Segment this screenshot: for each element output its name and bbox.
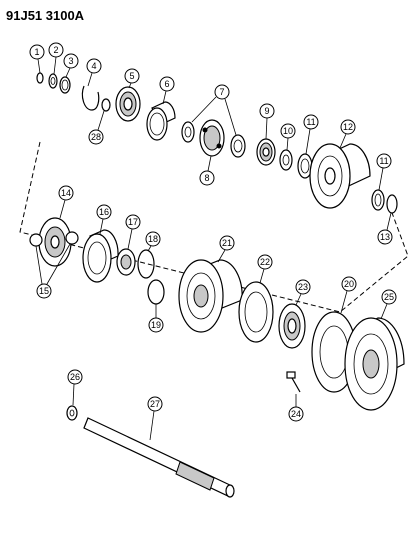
svg-text:8: 8 xyxy=(204,173,209,183)
callout-21: 21 xyxy=(217,235,235,263)
part-25-large-drum xyxy=(344,317,405,411)
callout-27: 27 xyxy=(147,396,163,441)
svg-text:2: 2 xyxy=(53,45,58,55)
callout-22: 22 xyxy=(257,254,273,284)
callout-2: 2 xyxy=(48,42,64,75)
part-1-snap-ring xyxy=(36,72,44,84)
callout-5: 5 xyxy=(124,68,140,89)
callout-23: 23 xyxy=(295,279,311,306)
assembly-boundary xyxy=(19,141,409,313)
svg-text:22: 22 xyxy=(260,257,270,267)
part-19-ring xyxy=(147,279,165,305)
callout-10: 10 xyxy=(280,123,296,151)
part-5-bearing xyxy=(115,86,141,122)
part-10-washer xyxy=(279,149,293,171)
part-16-ring-gear xyxy=(82,229,119,283)
svg-text:1: 1 xyxy=(34,47,39,57)
svg-text:27: 27 xyxy=(150,399,160,409)
callout-11: 11 xyxy=(303,114,319,155)
callout-18: 18 xyxy=(145,231,161,252)
svg-text:15: 15 xyxy=(39,286,49,296)
svg-text:20: 20 xyxy=(344,279,354,289)
part-2-washer xyxy=(48,73,58,89)
part-13-ring xyxy=(386,194,398,214)
part-3-ring xyxy=(59,76,71,94)
part-14-planetary-assembly xyxy=(29,217,79,267)
part-7-thrust-washers xyxy=(181,121,246,158)
svg-text:25: 25 xyxy=(384,292,394,302)
part-26-washer xyxy=(66,405,78,421)
svg-text:19: 19 xyxy=(151,320,161,330)
svg-text:6: 6 xyxy=(164,79,169,89)
part-18-snap-ring xyxy=(137,249,155,279)
callout-7: 7 xyxy=(191,84,237,136)
callout-15: 15 xyxy=(35,243,71,299)
callout-16: 16 xyxy=(96,204,112,235)
callout-19: 19 xyxy=(148,304,164,333)
part-4-snap-ring xyxy=(81,85,100,111)
part-21-clutch-drum xyxy=(178,259,243,333)
callout-17: 17 xyxy=(125,214,141,250)
callout-20: 20 xyxy=(340,276,357,314)
svg-text:11: 11 xyxy=(379,156,388,166)
svg-text:4: 4 xyxy=(91,61,96,71)
svg-text:7: 7 xyxy=(219,87,224,97)
part-28-washer xyxy=(101,98,111,112)
svg-text:3: 3 xyxy=(68,56,73,66)
svg-text:16: 16 xyxy=(99,207,109,217)
svg-text:24: 24 xyxy=(291,409,301,419)
part-17-sun-gear xyxy=(116,248,136,276)
callout-25: 25 xyxy=(380,289,397,320)
part-24-bolt xyxy=(286,371,301,393)
diagram-code: 91J51 3100A xyxy=(6,8,85,23)
part-8-planetary-carrier xyxy=(199,119,225,157)
svg-text:13: 13 xyxy=(380,232,390,242)
callout-1: 1 xyxy=(29,44,45,74)
svg-text:23: 23 xyxy=(298,282,308,292)
part-9-bearing xyxy=(256,138,276,166)
callout-4: 4 xyxy=(86,58,102,87)
svg-text:26: 26 xyxy=(70,372,80,382)
svg-text:14: 14 xyxy=(61,188,71,198)
svg-text:21: 21 xyxy=(222,238,232,248)
svg-text:28: 28 xyxy=(91,132,101,142)
part-22-ring xyxy=(238,281,274,343)
part-23-overrunning-clutch xyxy=(278,303,306,349)
callout-9: 9 xyxy=(259,103,275,140)
callout-28: 28 xyxy=(88,110,105,145)
svg-text:12: 12 xyxy=(343,122,353,132)
callout-26: 26 xyxy=(67,369,83,406)
svg-text:17: 17 xyxy=(128,217,138,227)
part-11-second-snap-ring xyxy=(371,189,385,211)
svg-text:18: 18 xyxy=(148,234,158,244)
callout-24: 24 xyxy=(288,394,304,422)
svg-text:10: 10 xyxy=(283,126,293,136)
svg-text:9: 9 xyxy=(264,106,269,116)
svg-text:5: 5 xyxy=(129,71,134,81)
part-6-sleeve xyxy=(146,101,176,141)
callout-14: 14 xyxy=(58,185,74,219)
part-27-output-shaft xyxy=(83,417,235,498)
callout-8: 8 xyxy=(199,155,215,186)
svg-text:11: 11 xyxy=(306,117,315,127)
callout-6: 6 xyxy=(159,76,175,105)
callout-13: 13 xyxy=(377,212,393,245)
callout-11-second: 11 xyxy=(376,153,392,191)
callout-3: 3 xyxy=(63,53,79,78)
callout-12: 12 xyxy=(339,119,356,149)
part-12-drum xyxy=(309,143,371,209)
